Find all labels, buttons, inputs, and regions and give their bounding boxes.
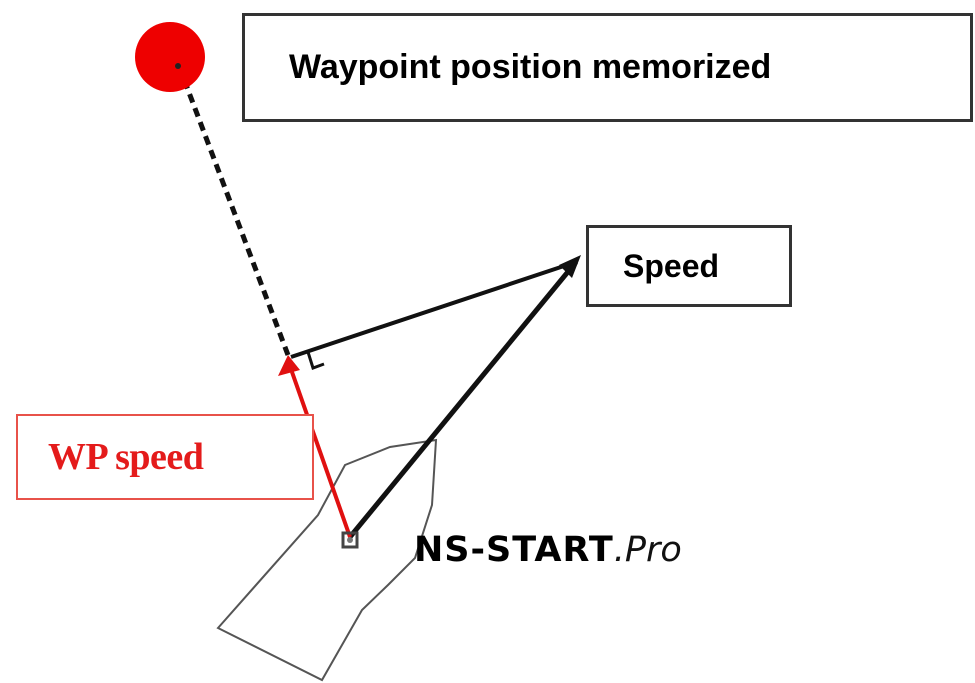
- brand-suffix: .Pro: [613, 530, 682, 570]
- waypoint-center-dot: [175, 63, 181, 69]
- brand-logo: NS-START .Pro: [414, 530, 682, 570]
- speed-label-box: Speed: [586, 225, 792, 307]
- wp-speed-label-box: WP speed: [16, 414, 314, 500]
- boat-hull-outline: [216, 438, 438, 682]
- waypoint-label: Waypoint position memorized: [289, 48, 772, 86]
- wp-speed-arrowhead: [278, 355, 300, 376]
- boat-position-marker: [341, 531, 359, 549]
- speed-label: Speed: [623, 247, 720, 284]
- waypoint-marker: [135, 22, 205, 92]
- boat-position-dot: [347, 537, 353, 543]
- waypoint-label-box: Waypoint position memorized: [242, 13, 973, 122]
- speed-vector: [348, 260, 578, 539]
- wp-speed-vector: [290, 371, 352, 538]
- brand-name: NS-START: [414, 530, 614, 570]
- projection-line: [290, 260, 577, 359]
- course-line-dashed: [176, 65, 291, 356]
- right-angle-marker: [306, 351, 325, 370]
- wp-speed-label: WP speed: [48, 436, 204, 478]
